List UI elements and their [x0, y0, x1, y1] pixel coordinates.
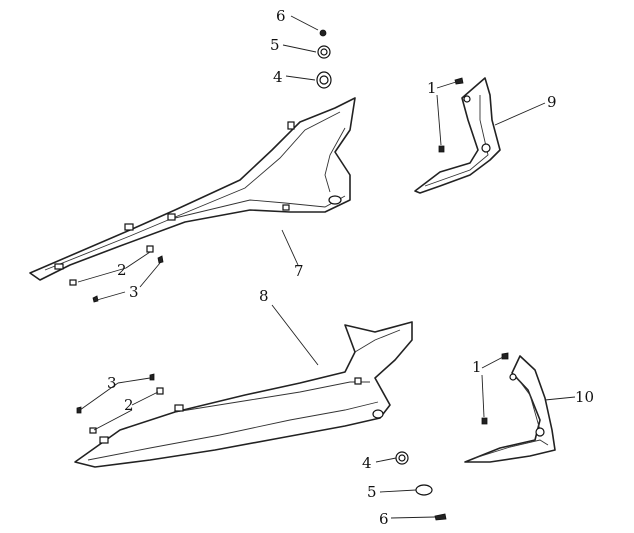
callout-7: 7 — [294, 262, 304, 280]
callout-6-lower: 6 — [379, 510, 389, 528]
clips-2-screws-3 — [69, 245, 164, 434]
callout-2-lower: 2 — [124, 396, 134, 414]
callout-10: 10 — [575, 388, 594, 406]
callout-3-upper: 3 — [129, 283, 139, 301]
leader-lines — [77, 15, 576, 519]
screw-6-lower — [434, 513, 447, 521]
part-7-upper-side-cover — [29, 97, 356, 281]
lower-hardware-stack — [395, 451, 447, 521]
callout-5-upper: 5 — [270, 36, 280, 54]
callout-3-lower: 3 — [107, 374, 117, 392]
callout-1-lower: 1 — [472, 358, 482, 376]
part-9-upper-bracket — [414, 77, 501, 194]
screws-1 — [438, 77, 509, 425]
callout-9: 9 — [547, 93, 557, 111]
part-10-lower-bracket — [464, 355, 556, 463]
upper-hardware-stack — [316, 29, 332, 89]
callout-5-lower: 5 — [367, 483, 377, 501]
part-8-lower-side-cover — [74, 321, 413, 468]
callout-labels: 6 5 4 1 9 7 2 3 8 3 2 1 10 4 5 6 — [107, 7, 594, 528]
callout-1-upper: 1 — [427, 79, 437, 97]
callout-6-upper: 6 — [276, 7, 286, 25]
callout-2-upper: 2 — [117, 261, 127, 279]
callout-4-lower: 4 — [362, 454, 372, 472]
washer-5-lower — [415, 484, 433, 496]
callout-8: 8 — [259, 287, 269, 305]
callout-4-upper: 4 — [273, 68, 283, 86]
screw-head-6-upper — [319, 29, 327, 37]
